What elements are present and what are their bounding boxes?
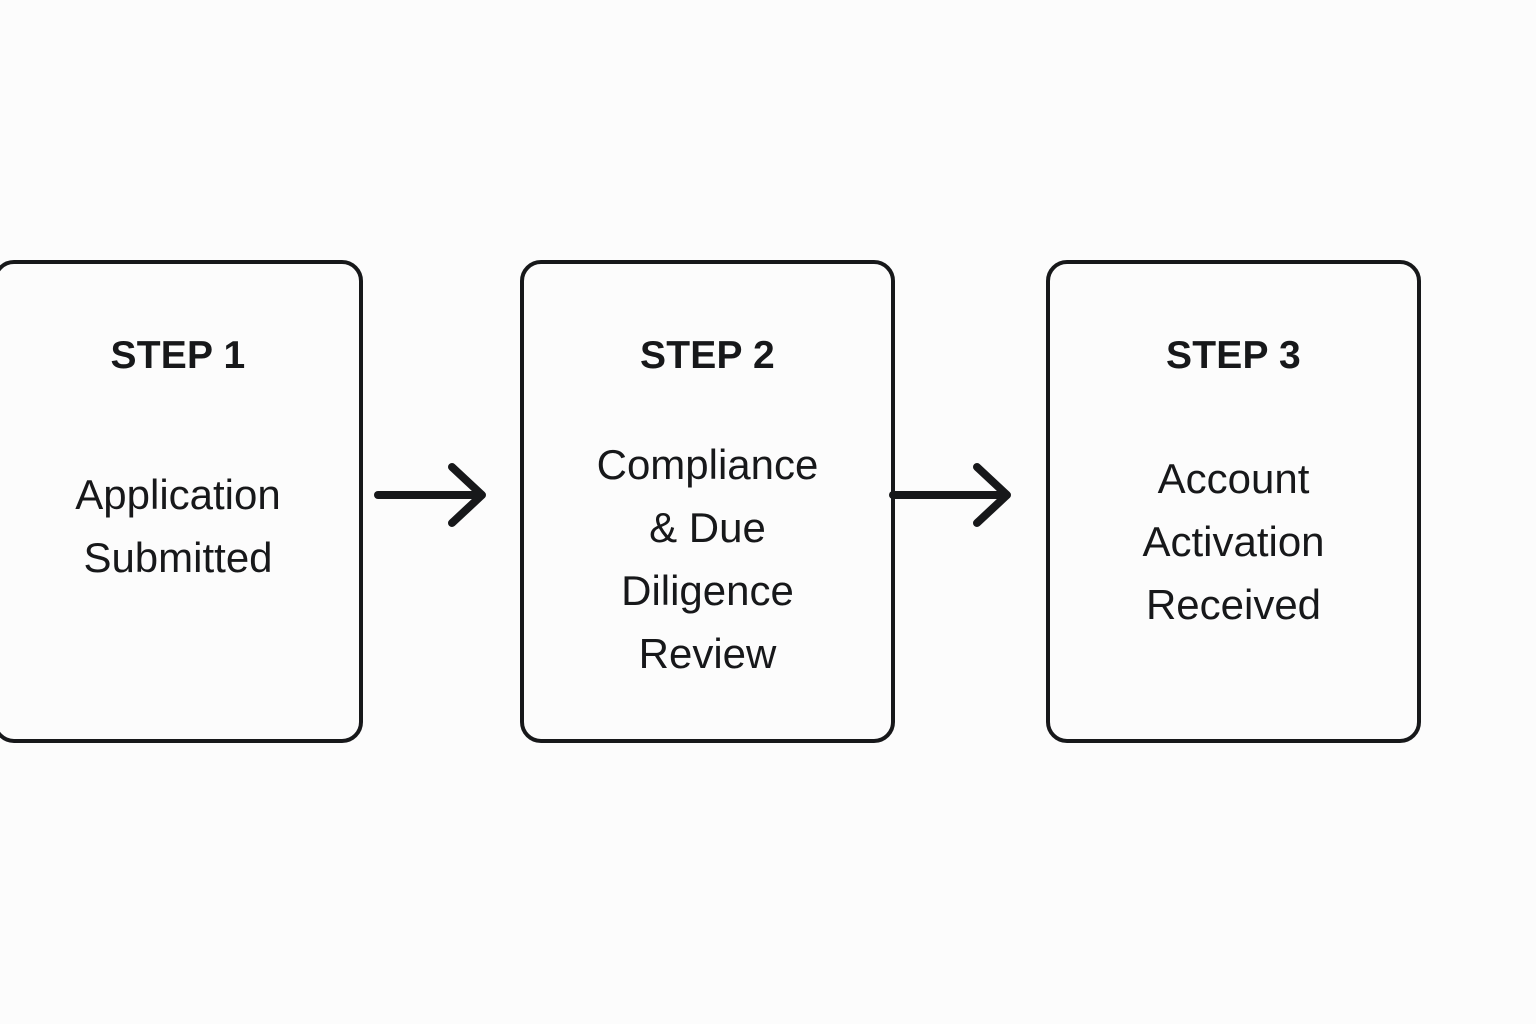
connector-arrow-step2-to-step3 [889,455,1017,535]
arrow-right-icon [374,463,486,527]
arrow-right-icon [889,463,1011,527]
step-2-label: STEP 2 [640,334,775,377]
step-1-body-text: Application Submitted [75,471,281,581]
process-step-node-3[interactable]: STEP 3 Account Activation Received [1046,260,1421,743]
step-3-body-text: Account Activation Received [1142,455,1325,628]
step-3-label: STEP 3 [1166,334,1301,377]
step-1-label: STEP 1 [110,334,246,377]
process-step-node-1[interactable]: STEP 1 Application Submitted [0,260,363,743]
step-2-body-text: Compliance & Due Diligence Review [596,441,819,677]
connector-arrow-step1-to-step2 [374,455,490,535]
process-step-node-2[interactable]: STEP 2 Compliance & Due Diligence Review [520,260,895,743]
